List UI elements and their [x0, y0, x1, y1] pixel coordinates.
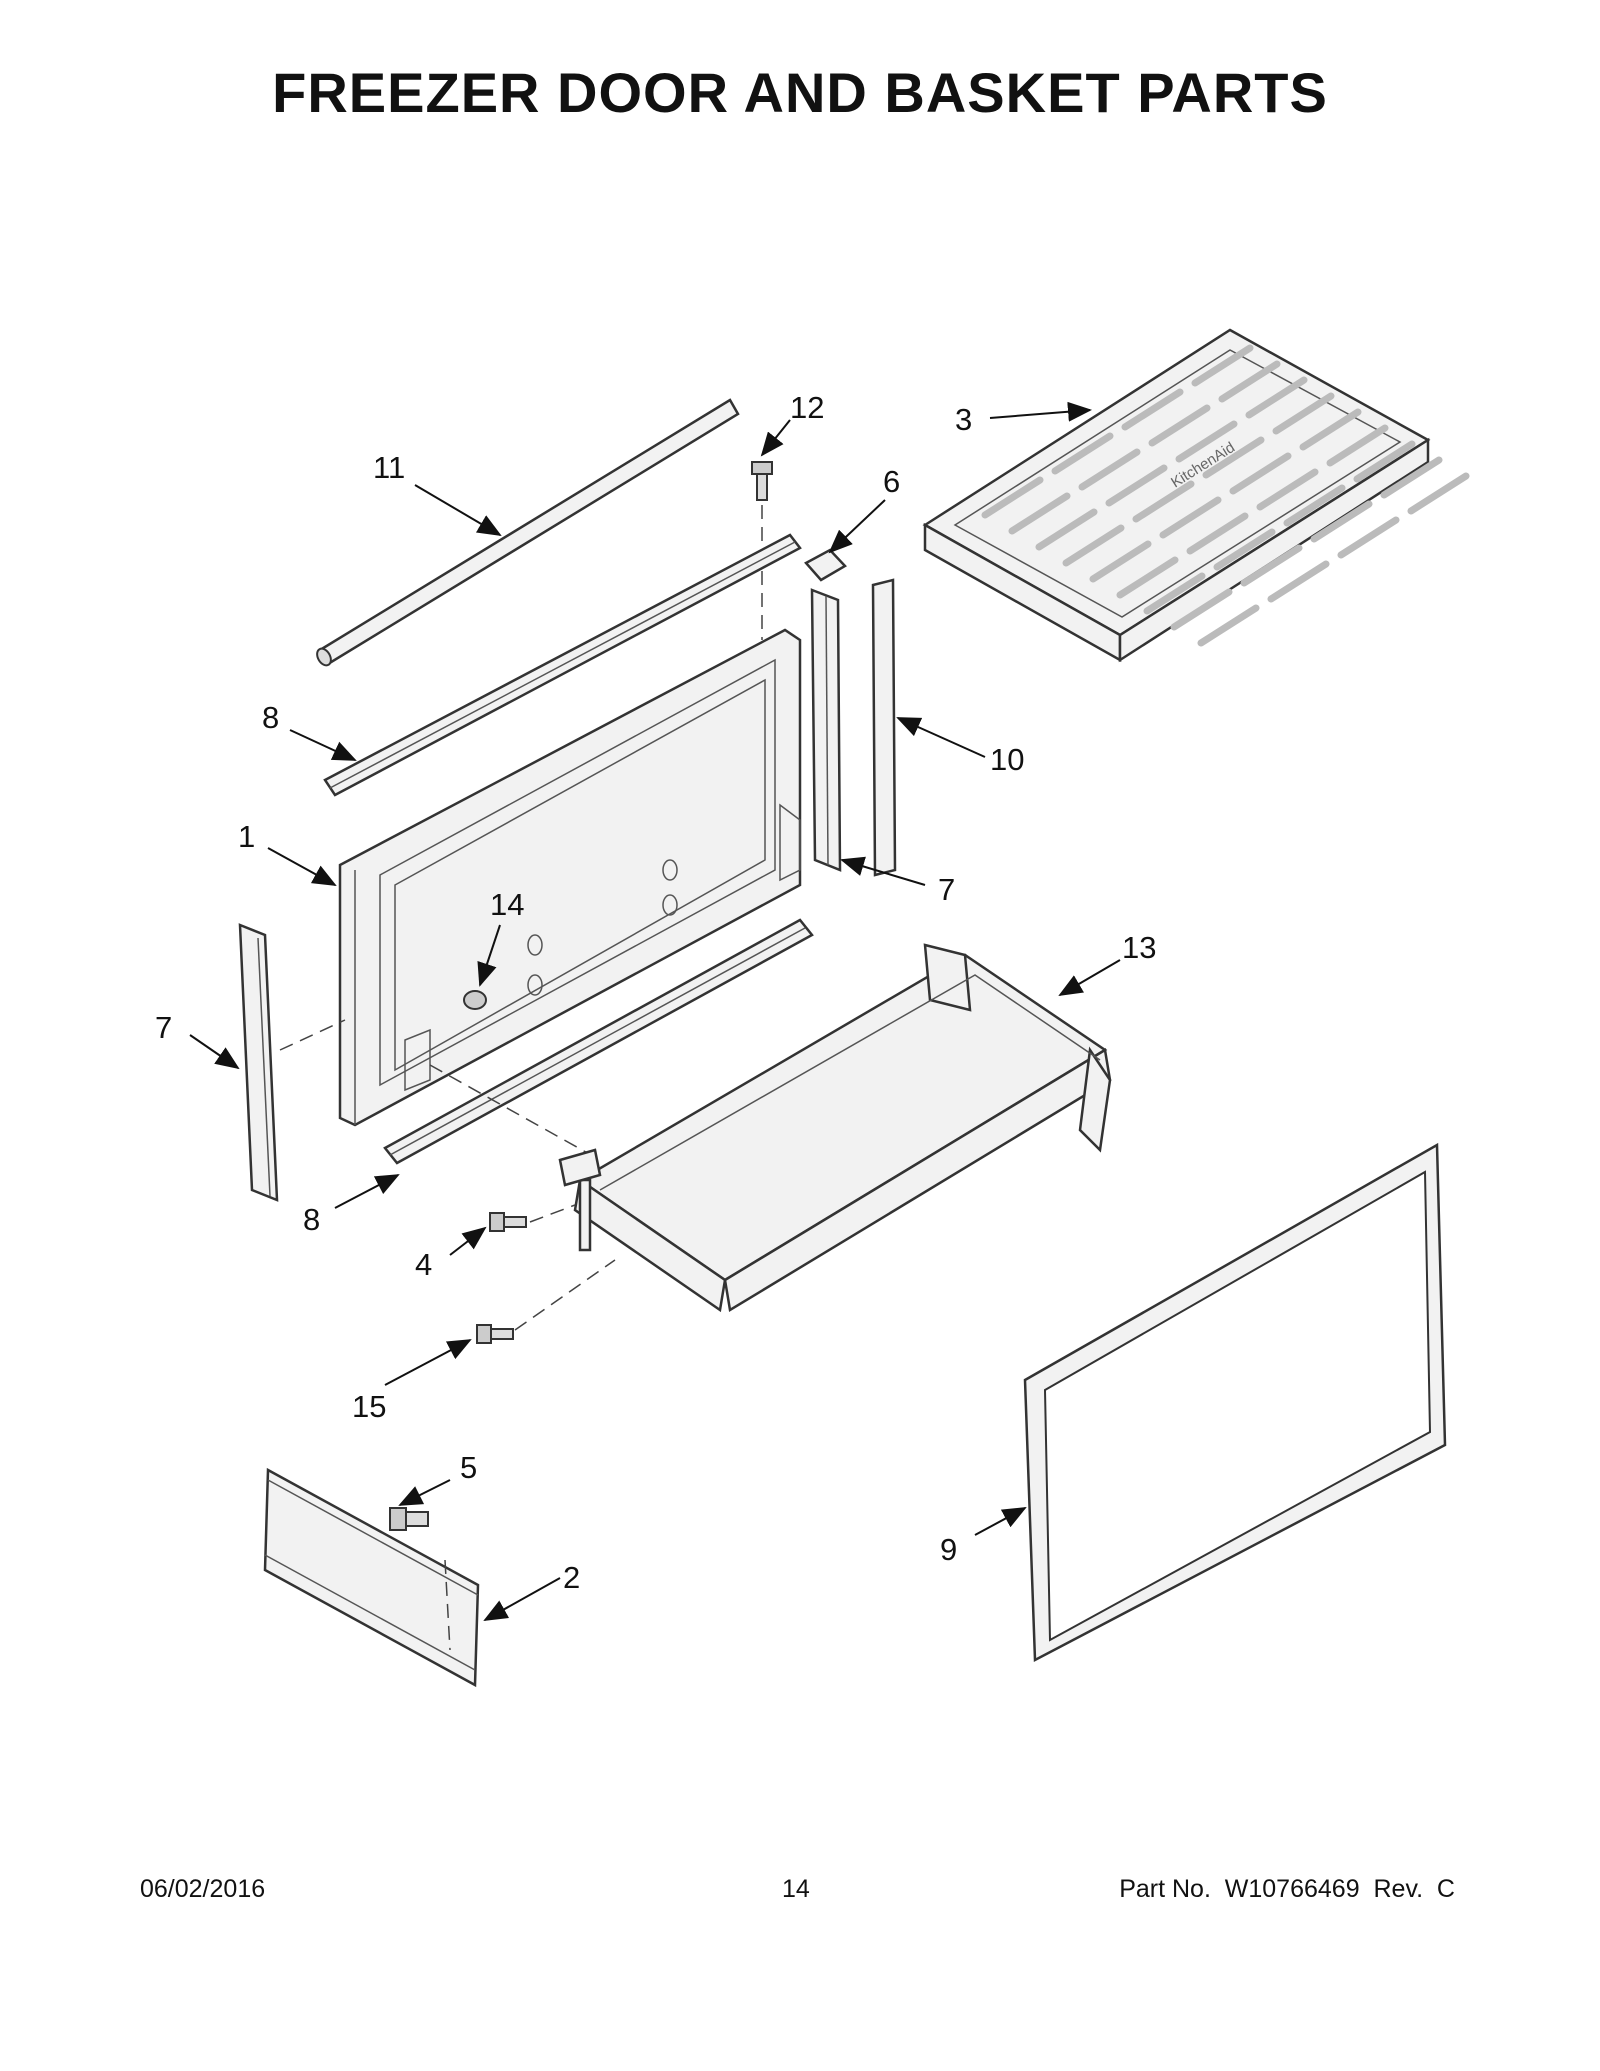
tray-slot [1008, 492, 1071, 535]
callout-13: 13 [1122, 930, 1156, 965]
tray-slot [1148, 404, 1211, 447]
tray-slot [1078, 448, 1141, 491]
tray-slot [1089, 540, 1152, 583]
part-13-basket [558, 943, 1112, 1313]
part-11-rod [316, 398, 740, 667]
callout-7-left: 7 [155, 1010, 172, 1045]
part-9-frame [1023, 1142, 1447, 1663]
tray-slot [1202, 436, 1265, 479]
tray-slot [1051, 432, 1114, 475]
page-title: FREEZER DOOR AND BASKET PARTS [272, 61, 1328, 124]
callout-9: 9 [940, 1532, 957, 1567]
part-8-bottom-channel [383, 918, 814, 1165]
callout-6: 6 [883, 464, 900, 499]
part-8-top-channel [323, 533, 802, 797]
part-12-screw [751, 461, 773, 640]
callout-8-bottom: 8 [303, 1202, 320, 1237]
tray-slot [1299, 408, 1362, 451]
callout-7-right: 7 [938, 872, 955, 907]
part-1-door-panel [338, 628, 802, 1127]
callout-4: 4 [415, 1247, 432, 1282]
tray-slot [1353, 440, 1416, 483]
tray-slot [1283, 484, 1346, 527]
part-3-tray: KitchenAid [922, 328, 1470, 663]
callout-1: 1 [238, 819, 255, 854]
tray-slot [1218, 360, 1281, 403]
footer-part-number: Part No. W10766469 Rev. C [1119, 1875, 1455, 1903]
callout-10: 10 [990, 742, 1024, 777]
tray-slot [1272, 392, 1335, 435]
tray-slot [1240, 544, 1303, 587]
part-10-side-strip [871, 578, 897, 877]
tray-slot [981, 476, 1044, 519]
callout-12: 12 [790, 390, 824, 425]
callout-8-top: 8 [262, 700, 279, 735]
part-14-plug [463, 990, 487, 1010]
part-4-screw [489, 1204, 576, 1232]
footer-date: 06/02/2016 [140, 1875, 266, 1903]
tray-slot [1310, 500, 1373, 543]
part-2-bracket [263, 1467, 480, 1688]
tray-slot [1337, 516, 1400, 559]
tray-slot [1191, 344, 1254, 387]
tray-slot [1105, 464, 1168, 507]
part-6-clip [804, 548, 847, 582]
callout-3: 3 [955, 402, 972, 437]
tray-slot [1121, 388, 1184, 431]
tray-slot [1256, 468, 1319, 511]
tray-slot [1245, 376, 1308, 419]
tray-slot [1197, 604, 1260, 647]
callout-11: 11 [373, 450, 405, 485]
tray-slot [1132, 480, 1195, 523]
part-7-right-strip [810, 588, 842, 872]
part-15-screw [476, 1259, 616, 1344]
tray-slot [1213, 528, 1276, 571]
tray-slot [1170, 588, 1233, 631]
part-7-left-strip [238, 923, 346, 1202]
tray-slot [1267, 560, 1330, 603]
tray-slot [1326, 424, 1389, 467]
tray-slot [1380, 456, 1443, 499]
tray-slot [1175, 420, 1238, 463]
tray-slot [1159, 496, 1222, 539]
callout-2: 2 [563, 1560, 580, 1595]
callout-15: 15 [352, 1389, 386, 1424]
callout-14: 14 [490, 887, 524, 922]
tray-slot [1062, 524, 1125, 567]
leader-lines [189, 401, 1121, 1621]
tray-slot [1229, 452, 1292, 495]
callouts: 1 2 3 4 5 6 7 7 8 8 9 10 11 12 13 14 15 [155, 390, 1156, 1595]
tray-slot [1186, 512, 1249, 555]
footer-page-number: 14 [782, 1875, 810, 1903]
tray-slot [1116, 556, 1179, 599]
tray-slot [1035, 508, 1098, 551]
tray-slot [1407, 472, 1470, 515]
tray-slot [1143, 572, 1206, 615]
callout-5: 5 [460, 1450, 477, 1485]
part-5-screw [389, 1507, 429, 1531]
